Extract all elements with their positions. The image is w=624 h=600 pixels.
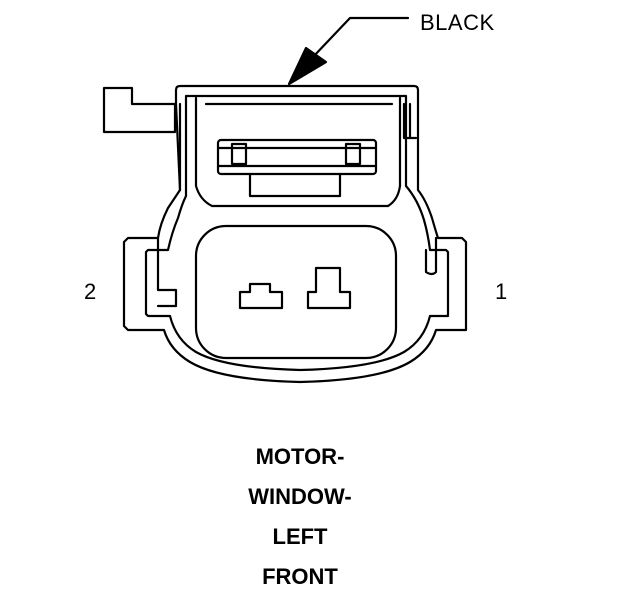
wire-color-label: BLACK (420, 10, 495, 35)
caption-line-3: LEFT (272, 524, 328, 549)
connector-caption: MOTOR- WINDOW- LEFT FRONT (200, 437, 400, 597)
caption-line-4: FRONT (262, 564, 338, 589)
terminal-pin-1 (306, 266, 352, 310)
pin-number-2-label: 2 (84, 279, 97, 304)
callout-leader (287, 16, 410, 86)
locking-latch (102, 86, 177, 134)
terminal-pin-2 (238, 282, 284, 310)
terminal-cavity (194, 224, 398, 360)
caption-line-1: MOTOR- (255, 444, 345, 469)
caption-line-2: WINDOW- (248, 484, 352, 509)
connector-housing (122, 84, 468, 384)
pin-number-1-label: 1 (495, 279, 508, 304)
